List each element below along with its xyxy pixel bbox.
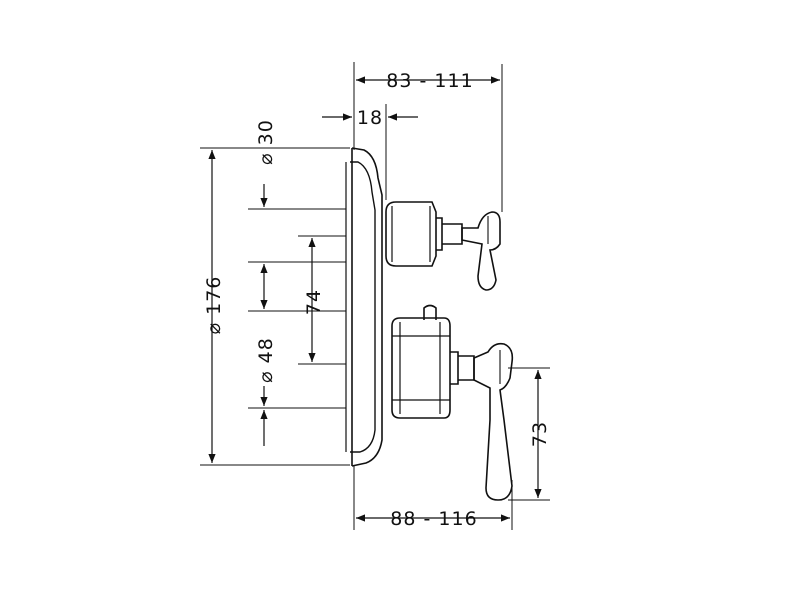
dim-lower-knob-diameter: ⌀ 48	[255, 337, 277, 383]
wall-plate	[345, 147, 383, 467]
dim-lever-height: 73	[529, 421, 551, 447]
dim-bottom-total-depth: 88 - 116	[390, 508, 477, 530]
dim-plate-depth: 18	[357, 107, 383, 129]
dim-upper-knob-diameter: ⌀ 30	[255, 119, 277, 165]
extension-lines	[200, 62, 550, 530]
upper-valve	[385, 201, 501, 291]
dimension-lines	[208, 76, 542, 522]
lower-valve	[391, 304, 514, 501]
dim-top-total-depth: 83 - 111	[386, 70, 473, 92]
dim-spacing: 74	[303, 289, 325, 315]
dim-plate-height: ⌀ 176	[203, 276, 225, 335]
